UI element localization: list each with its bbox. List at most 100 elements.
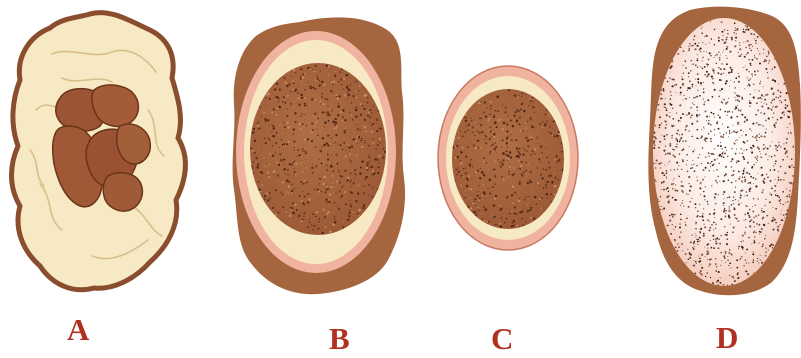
speckle-dot: [666, 189, 667, 190]
speckle-dot: [704, 110, 706, 112]
speckle-dot: [754, 55, 755, 56]
speckle-dot: [714, 44, 715, 45]
speckle-dot: [325, 142, 327, 144]
speckle-dot: [334, 128, 336, 130]
speckle-dot: [676, 92, 677, 93]
speckle-dot: [693, 248, 695, 250]
speckle-dot: [336, 126, 338, 128]
speckle-dot: [690, 254, 692, 256]
speckle-dot: [540, 155, 541, 156]
speckle-dot: [699, 216, 700, 217]
speckle-dot: [738, 178, 740, 180]
speckle-dot: [531, 139, 533, 141]
speckle-dot: [523, 208, 524, 209]
speckle-dot: [732, 158, 734, 160]
speckle-dot: [724, 41, 726, 43]
speckle-dot: [492, 129, 493, 130]
speckle-dot: [745, 134, 747, 136]
speckle-dot: [335, 122, 337, 124]
speckle-dot: [758, 90, 759, 91]
speckle-dot: [377, 144, 379, 146]
speckle-dot: [785, 153, 787, 155]
speckle-dot: [300, 116, 301, 117]
speckle-dot: [703, 103, 705, 105]
speckle-dot: [774, 179, 775, 180]
speckle-dot: [513, 225, 515, 227]
speckle-dot: [771, 156, 772, 157]
speckle-dot: [537, 137, 538, 138]
speckle-dot: [757, 173, 758, 174]
speckle-dot: [528, 196, 529, 197]
speckle-dot: [344, 94, 347, 97]
speckle-dot: [789, 194, 790, 195]
speckle-dot: [485, 115, 487, 117]
speckle-dot: [660, 209, 661, 210]
speckle-dot: [655, 167, 656, 168]
speckle-dot: [749, 209, 751, 211]
speckle-dot: [714, 89, 716, 91]
speckle-dot: [718, 128, 720, 130]
speckle-dot: [663, 189, 665, 191]
speckle-dot: [350, 160, 352, 162]
speckle-dot: [704, 176, 705, 177]
speckle-dot: [712, 164, 714, 166]
speckle-dot: [703, 88, 705, 90]
speckle-dot: [356, 106, 357, 107]
speckle-dot: [728, 196, 730, 198]
speckle-dot: [743, 42, 744, 43]
speckle-dot: [787, 195, 789, 197]
speckle-dot: [715, 241, 716, 242]
speckle-dot: [768, 54, 769, 55]
speckle-dot: [761, 98, 762, 99]
speckle-dot: [692, 64, 693, 65]
speckle-dot: [303, 203, 305, 205]
speckle-dot: [341, 195, 343, 197]
speckle-dot: [520, 108, 522, 110]
speckle-dot: [691, 45, 692, 46]
speckle-dot: [765, 132, 767, 134]
speckle-dot: [527, 145, 529, 147]
speckle-dot: [536, 167, 538, 169]
speckle-dot: [346, 179, 348, 181]
speckle-dot: [715, 270, 717, 272]
speckle-dot: [285, 102, 287, 104]
speckle-dot: [705, 186, 706, 187]
speckle-dot: [662, 98, 663, 99]
speckle-dot: [318, 191, 320, 193]
speckle-dot: [701, 163, 702, 164]
speckle-dot: [698, 157, 700, 159]
speckle-dot: [344, 170, 346, 172]
speckle-dot: [688, 72, 690, 74]
speckle-dot: [723, 50, 724, 51]
speckle-dot: [555, 177, 557, 179]
speckle-dot: [718, 67, 720, 69]
speckle-dot: [729, 130, 730, 131]
speckle-dot: [760, 81, 761, 82]
speckle-dot: [323, 161, 325, 163]
speckle-dot: [757, 48, 758, 49]
speckle-dot: [470, 197, 471, 198]
speckle-dot: [782, 204, 784, 206]
speckle-dot: [332, 170, 334, 172]
speckle-dot: [380, 143, 381, 144]
speckle-dot: [520, 165, 522, 167]
speckle-dot: [480, 168, 481, 169]
speckle-dot: [720, 136, 722, 138]
speckle-dot: [746, 119, 748, 121]
speckle-dot: [343, 78, 345, 80]
speckle-dot: [699, 237, 700, 238]
speckle-dot: [527, 182, 529, 184]
speckle-dot: [663, 135, 665, 137]
speckle-dot: [660, 93, 662, 95]
speckle-dot: [737, 99, 739, 101]
speckle-dot: [518, 200, 520, 202]
speckle-dot: [754, 226, 755, 227]
speckle-dot: [337, 114, 339, 116]
speckle-dot: [789, 166, 791, 168]
speckle-dot: [758, 124, 760, 126]
speckle-dot: [513, 202, 515, 204]
speckle-dot: [377, 172, 379, 174]
speckle-dot: [340, 71, 341, 72]
speckle-dot: [696, 165, 698, 167]
speckle-dot: [750, 33, 752, 35]
